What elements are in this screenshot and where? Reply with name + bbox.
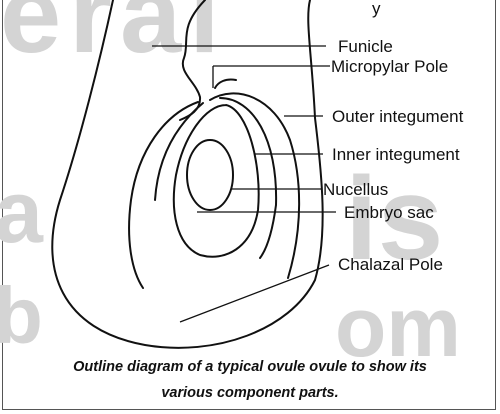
- label-funicle: Funicle: [338, 38, 393, 55]
- label-micropylar-pole: Micropylar Pole: [331, 58, 448, 75]
- outer-integument-left: [129, 102, 198, 288]
- funicle-line: [180, 0, 205, 120]
- embryo-sac-outline: [187, 140, 233, 210]
- label-embryo-sac: Embryo sac: [344, 204, 434, 221]
- label-top-fragment: y: [372, 0, 381, 17]
- inner-integument-right: [220, 98, 276, 258]
- label-chalazal-pole: Chalazal Pole: [338, 256, 443, 273]
- label-outer-integument: Outer integument: [332, 108, 463, 125]
- caption-line-2: various component parts.: [0, 386, 500, 401]
- inner-integument-left: [155, 103, 203, 200]
- micropyle: [215, 79, 236, 88]
- label-inner-integument: Inner integument: [332, 146, 460, 163]
- caption-line-1: Outline diagram of a typical ovule ovule…: [0, 360, 500, 375]
- outer-integument-right: [210, 93, 299, 278]
- label-nucellus: Nucellus: [323, 181, 388, 198]
